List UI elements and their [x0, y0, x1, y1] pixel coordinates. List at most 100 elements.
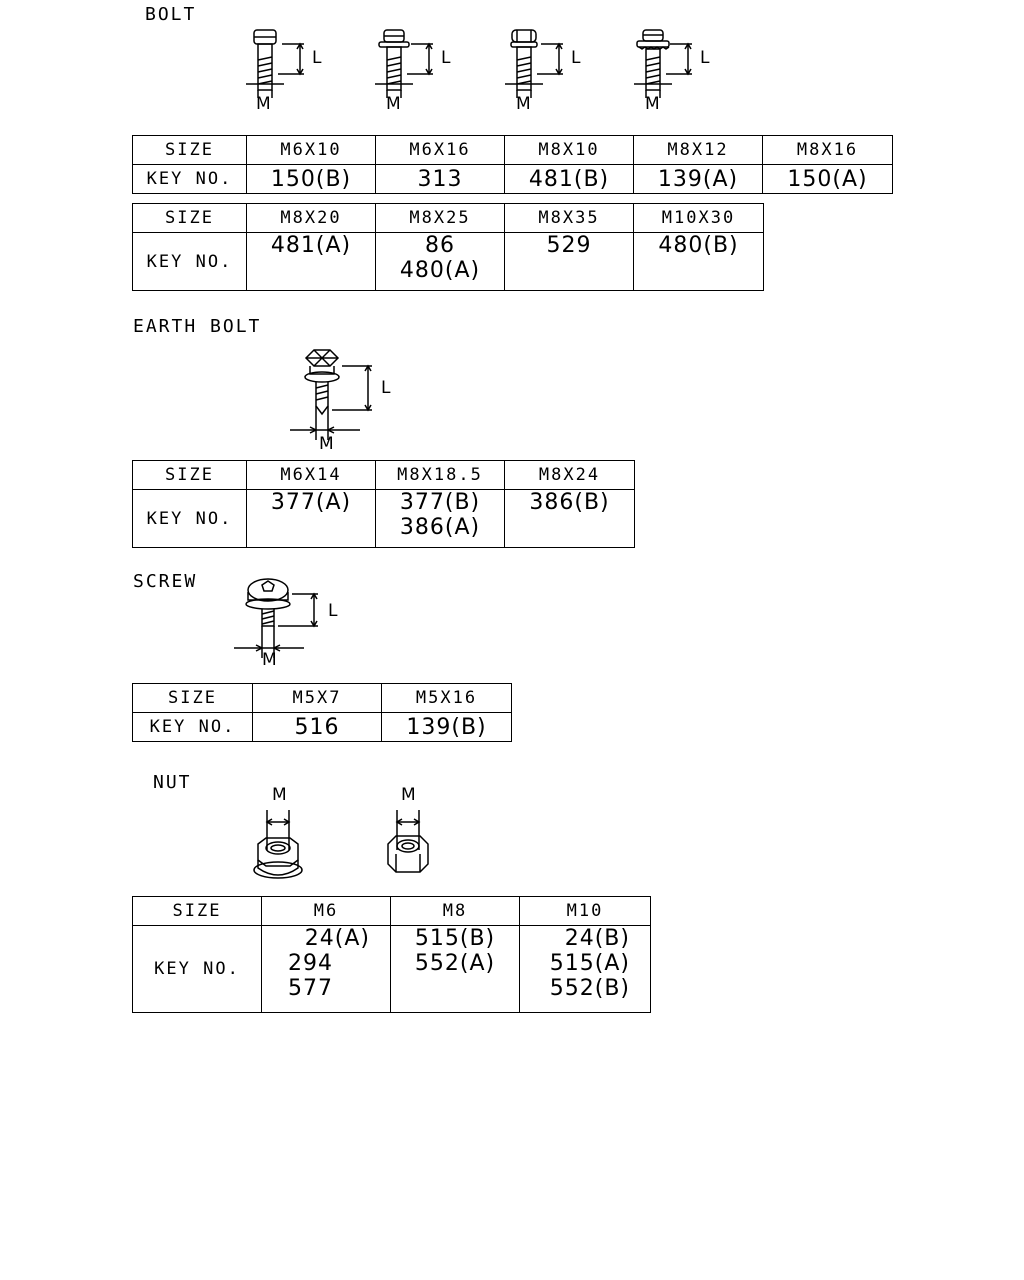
size-cell: M8X10: [504, 135, 634, 165]
size-cell: M8X12: [633, 135, 763, 165]
nut-figure-hex: [376, 800, 446, 886]
screw-heading: SCREW: [133, 571, 198, 592]
size-cell: M10: [519, 896, 651, 926]
key-value: 515(B): [414, 926, 496, 952]
key-cell: 529: [504, 232, 634, 291]
key-label: KEY NO.: [132, 489, 247, 548]
bolt4-m-label: M: [645, 94, 660, 114]
key-label: KEY NO.: [132, 712, 253, 742]
key-cell: 515(B) 552(A): [390, 925, 520, 1013]
size-row: SIZE M8X20 M8X25 M8X35 M10X30: [132, 203, 764, 233]
bolt3-m-label: M: [516, 94, 531, 114]
key-value: 480(B): [658, 233, 739, 259]
key-value: 481(A): [270, 233, 352, 259]
size-label: SIZE: [132, 896, 262, 926]
key-cell: 377(A): [246, 489, 376, 548]
key-value: 377(A): [270, 490, 352, 516]
size-row: SIZE M6X10 M6X16 M8X10 M8X12 M8X16: [132, 135, 893, 165]
key-cell: 313: [375, 164, 505, 194]
key-label: KEY NO.: [132, 925, 262, 1013]
key-value: 386(A): [399, 515, 481, 540]
key-cell: 150(B): [246, 164, 376, 194]
key-cell: 386(B): [504, 489, 635, 548]
screw-m-label: M: [262, 650, 277, 670]
bolt-figure-hex-serrated-flange: [626, 26, 726, 116]
size-row: SIZE M6X14 M8X18.5 M8X24: [132, 460, 635, 490]
key-value: 294: [288, 951, 333, 976]
key-value: 552(B): [549, 976, 630, 1001]
key-cell: 377(B)386(A): [375, 489, 505, 548]
size-label: SIZE: [132, 683, 253, 713]
key-cell: 24(B) 515(A) 552(B): [519, 925, 651, 1013]
bolt2-l-label: L: [441, 48, 451, 68]
nut1-m-label: M: [272, 785, 287, 805]
bolt-figure-hex-flange: [367, 26, 467, 116]
earth-bolt-l-label: L: [381, 378, 391, 398]
size-cell: M6: [261, 896, 391, 926]
key-cell: 480(B): [633, 232, 764, 291]
screw-l-label: L: [328, 601, 338, 621]
key-value: 386(B): [529, 490, 610, 516]
size-cell: M6X16: [375, 135, 505, 165]
key-value: 552(A): [414, 951, 496, 976]
size-cell: M6X14: [246, 460, 376, 490]
key-value: 24(A): [304, 926, 370, 952]
key-row: KEY NO. 377(A) 377(B)386(A) 386(B): [132, 489, 635, 548]
key-row: KEY NO. 516 139(B): [132, 712, 512, 742]
key-cell: 150(A): [762, 164, 893, 194]
nut-figure-flanged: [246, 800, 316, 886]
size-row: SIZE M6 M8 M10: [132, 896, 651, 926]
size-cell: M8X24: [504, 460, 635, 490]
key-row: KEY NO. 24(A) 294 577 515(B) 552(A) 24(B…: [132, 925, 651, 1013]
size-cell: M8X20: [246, 203, 376, 233]
earth-bolt-heading: EARTH BOLT: [133, 316, 262, 337]
key-value: 529: [546, 233, 592, 259]
key-cell: 139(A): [633, 164, 763, 194]
key-value: 577: [288, 976, 333, 1001]
screw-size-table: SIZE M5X7 M5X16 KEY NO. 516 139(B): [132, 683, 512, 742]
size-cell: M8X35: [504, 203, 634, 233]
bolt-size-table-2: SIZE M8X20 M8X25 M8X35 M10X30 KEY NO. 48…: [132, 203, 764, 291]
nut-size-table: SIZE M6 M8 M10 KEY NO. 24(A) 294 577 515…: [132, 896, 651, 1013]
size-row: SIZE M5X7 M5X16: [132, 683, 512, 713]
key-row: KEY NO. 150(B) 313 481(B) 139(A) 150(A): [132, 164, 893, 194]
size-label: SIZE: [132, 460, 247, 490]
nut-heading: NUT: [153, 772, 192, 793]
size-label: SIZE: [132, 135, 247, 165]
bolt2-m-label: M: [386, 94, 401, 114]
bolt4-l-label: L: [700, 48, 710, 68]
key-value: 24(B): [564, 926, 630, 952]
key-value: 515(A): [549, 951, 630, 976]
key-label: KEY NO.: [132, 164, 247, 194]
key-value: 86: [425, 233, 455, 259]
bolt-figure-hex-washer: [497, 26, 597, 116]
key-label: KEY NO.: [132, 232, 247, 291]
key-value: 377(B): [399, 490, 481, 516]
key-cell: 481(B): [504, 164, 634, 194]
size-cell: M5X16: [381, 683, 512, 713]
size-cell: M8: [390, 896, 520, 926]
bolt1-l-label: L: [312, 48, 322, 68]
bolt3-l-label: L: [571, 48, 581, 68]
size-cell: M8X18.5: [375, 460, 505, 490]
key-value: 480(A): [399, 258, 481, 283]
size-label: SIZE: [132, 203, 247, 233]
key-cell: 481(A): [246, 232, 376, 291]
bolt-heading: BOLT: [145, 4, 197, 25]
earth-bolt-m-label: M: [319, 434, 334, 454]
earth-bolt-size-table: SIZE M6X14 M8X18.5 M8X24 KEY NO. 377(A) …: [132, 460, 635, 548]
key-cell: 139(B): [381, 712, 512, 742]
screw-figure: [232, 574, 342, 664]
key-cell: 24(A) 294 577: [261, 925, 391, 1013]
key-cell: 516: [252, 712, 382, 742]
nut2-m-label: M: [401, 785, 416, 805]
size-cell: M8X16: [762, 135, 893, 165]
size-cell: M5X7: [252, 683, 382, 713]
bolt-figure-hex-plain: [238, 26, 338, 116]
size-cell: M10X30: [633, 203, 764, 233]
earth-bolt-figure: [288, 344, 398, 448]
size-cell: M6X10: [246, 135, 376, 165]
bolt1-m-label: M: [256, 94, 271, 114]
bolt-size-table-1: SIZE M6X10 M6X16 M8X10 M8X12 M8X16 KEY N…: [132, 135, 893, 194]
